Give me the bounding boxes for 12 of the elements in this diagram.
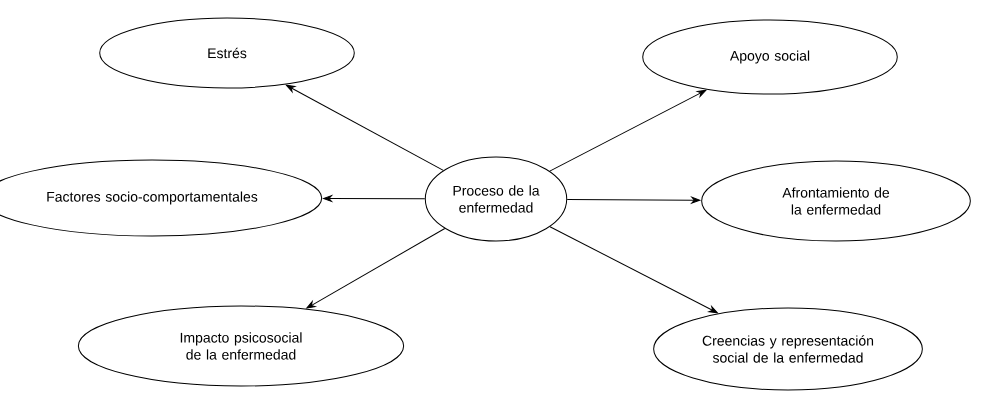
arrow (549, 226, 718, 314)
ellipse-node: Impacto psicosocial de la enfermedad (77, 305, 405, 387)
ellipse-node: Apoyo social (642, 19, 898, 95)
ellipse-node: Proceso de la enfermedad (424, 156, 568, 242)
arrow (566, 196, 701, 204)
arrow (286, 84, 444, 171)
ellipse-node: Afrontamiento de la enfermedad (701, 160, 971, 242)
arrow (306, 228, 446, 309)
ellipse-node: Estrés (99, 17, 355, 89)
ellipse-node: Creencias y representación social de la enfermedad (653, 307, 923, 391)
arrow (323, 195, 426, 202)
arrow (549, 89, 707, 172)
